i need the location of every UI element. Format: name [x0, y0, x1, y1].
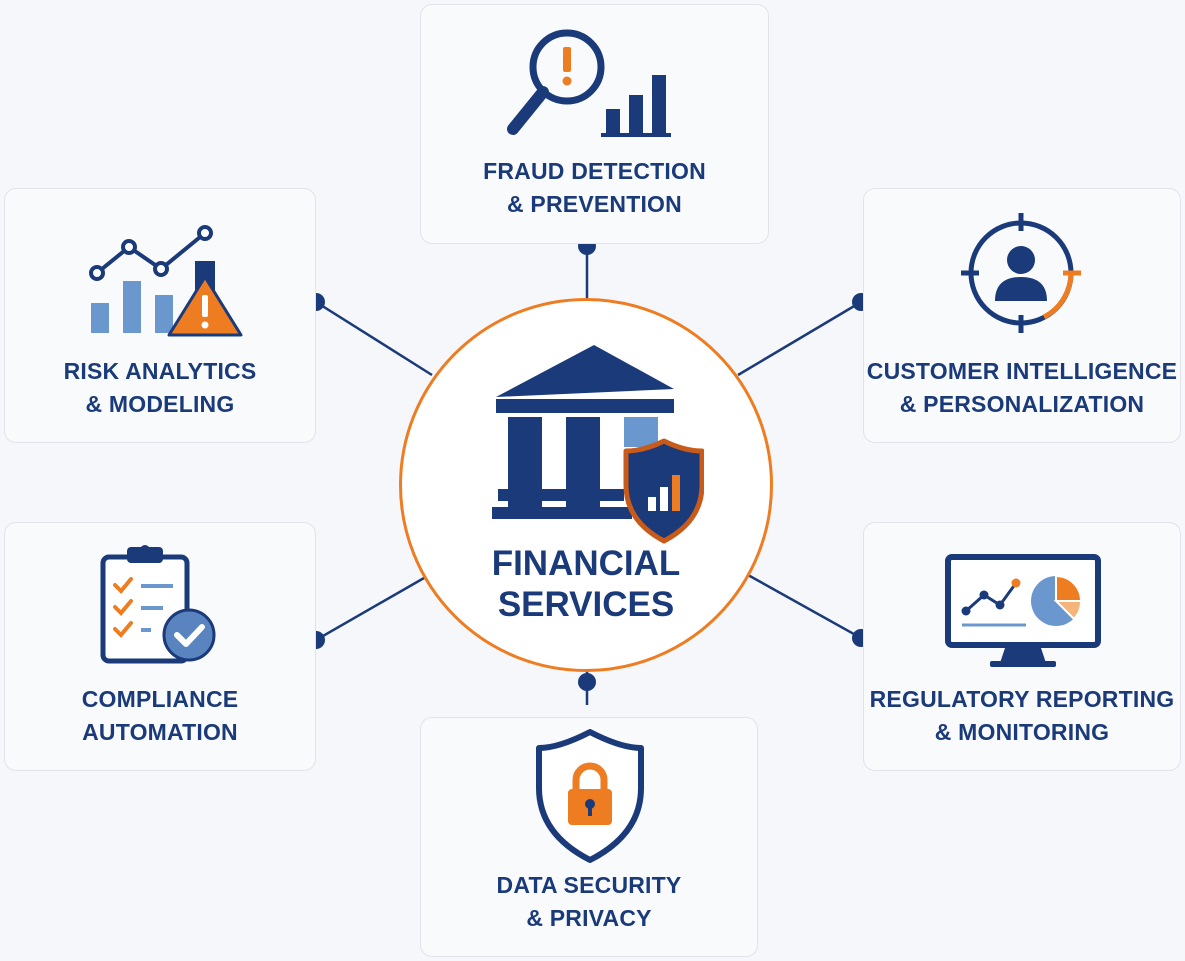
center-title: FINANCIAL SERVICES [491, 544, 681, 624]
node-label-fraud-detection: FRAUD DETECTION & PREVENTION [483, 158, 706, 217]
node-label-risk-analytics: RISK ANALYTICS & MODELING [63, 358, 257, 417]
node-label-regulatory-reporting: REGULATORY REPORTING & MONITORING [869, 686, 1175, 745]
node-card-compliance-automation: COMPLIANCE AUTOMATION [4, 522, 316, 771]
target-user-icon [961, 213, 1081, 333]
center-hub: FINANCIAL SERVICES [399, 298, 773, 672]
node-card-regulatory-reporting: REGULATORY REPORTING & MONITORING [863, 522, 1181, 771]
magnifier-alert-chart-icon [507, 29, 671, 137]
clipboard-check-icon [100, 545, 216, 664]
node-label-customer-intelligence: CUSTOMER INTELLIGENCE & PERSONALIZATION [866, 358, 1178, 417]
node-card-customer-intelligence: CUSTOMER INTELLIGENCE & PERSONALIZATION [863, 188, 1181, 443]
node-card-data-security: DATA SECURITY & PRIVACY [420, 717, 758, 957]
node-card-risk-analytics: RISK ANALYTICS & MODELING [4, 188, 316, 443]
node-label-compliance-automation: COMPLIANCE AUTOMATION [81, 686, 239, 745]
node-card-fraud-detection: FRAUD DETECTION & PREVENTION [420, 4, 769, 244]
shield-lock-icon [536, 729, 644, 863]
node-label-data-security: DATA SECURITY & PRIVACY [496, 872, 682, 931]
bank-shield-icon [492, 345, 704, 544]
chart-warning-icon [89, 225, 243, 337]
connector-dot-security [578, 673, 596, 691]
monitor-chart-icon [945, 554, 1101, 667]
